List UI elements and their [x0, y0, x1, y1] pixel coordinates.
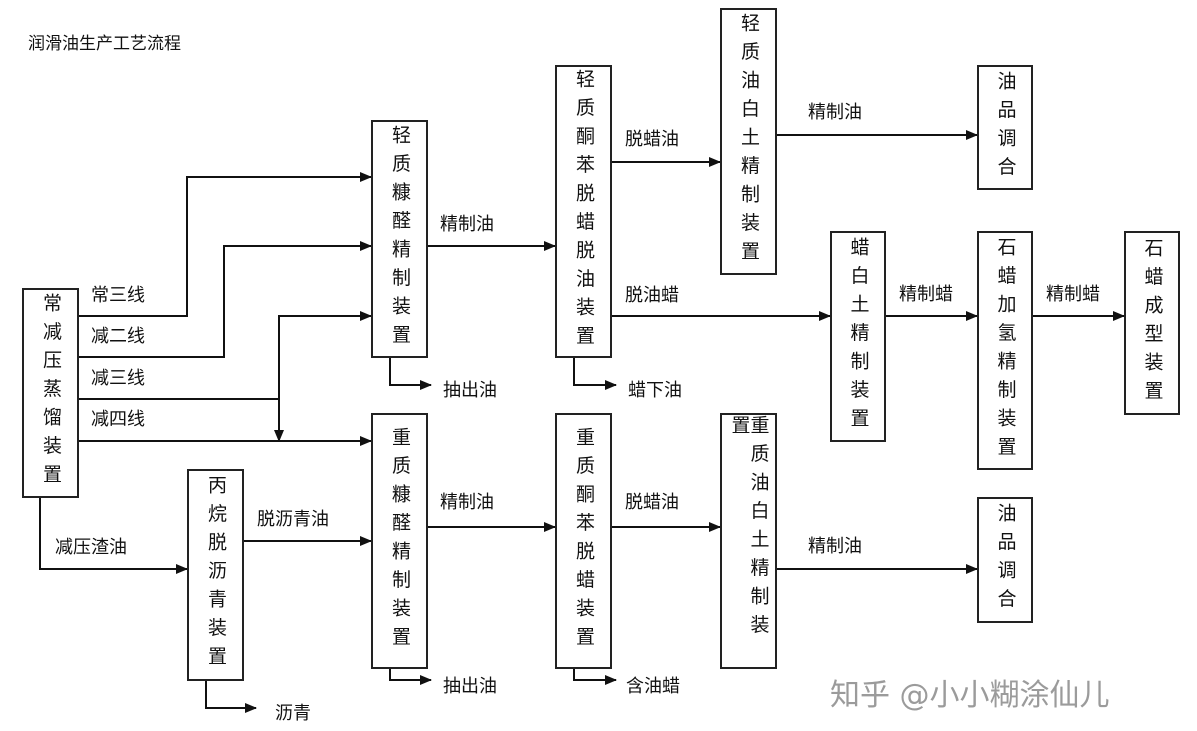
- unit-atm-vac-distillation: 常减压蒸馏装置: [22, 288, 79, 498]
- stream-label-slack-wax: 含油蜡: [626, 676, 680, 697]
- arrow-vac-second: [78, 241, 372, 358]
- unit-wax-clay: 蜡白土精制装置: [830, 231, 886, 442]
- stream-label-refined-wax-1: 精制蜡: [899, 284, 953, 305]
- unit-wax-forming: 石蜡成型装置: [1124, 231, 1180, 415]
- stream-label-dewaxed-oil-2: 脱蜡油: [625, 492, 679, 513]
- diagram-title: 润滑油生产工艺流程: [28, 34, 181, 54]
- stream-label-vac-residue: 减压渣油: [55, 537, 127, 558]
- stream-label-refined-wax-2: 精制蜡: [1046, 284, 1100, 305]
- unit-label: 重质糠醛精制装置: [389, 427, 411, 655]
- stream-label-refined-oil-3: 精制油: [808, 102, 862, 123]
- arrow-extract-oil-1: [389, 357, 432, 390]
- unit-label: 重质酮苯脱蜡装置: [573, 427, 595, 655]
- unit-label: 石蜡加氢精制装置: [994, 236, 1017, 465]
- unit-heavy-furfural: 重质糠醛精制装置: [371, 413, 428, 669]
- stream-label-vac-second: 减二线: [91, 326, 145, 347]
- unit-label: 重质油白土精制装置: [728, 415, 770, 643]
- arrow-slack-wax: [573, 668, 617, 685]
- unit-light-mek-dewax-deoil: 轻质酮苯脱蜡脱油装置: [555, 65, 612, 358]
- arrow-vac-residue: [39, 497, 188, 574]
- stream-label-extract-oil-1: 抽出油: [443, 380, 497, 401]
- unit-heavy-mek-dewax: 重质酮苯脱蜡装置: [555, 413, 612, 669]
- stream-label-deasphalted-oil: 脱沥青油: [257, 509, 329, 530]
- stream-label-vac-third: 减三线: [91, 368, 145, 389]
- stream-label-refined-oil-2: 精制油: [440, 492, 494, 513]
- unit-blending-top: 油品调合: [977, 65, 1033, 190]
- unit-label: 常减压蒸馏装置: [40, 293, 62, 493]
- arrow-atm-third: [78, 172, 372, 317]
- arrow-asphalt: [205, 680, 257, 713]
- unit-label: 轻质油白土精制装置: [738, 13, 760, 270]
- arrow-extract-oil-2: [389, 668, 432, 685]
- stream-label-dewaxed-oil-1: 脱蜡油: [625, 129, 679, 150]
- unit-label: 石蜡成型装置: [1141, 237, 1164, 409]
- watermark: 知乎 @小小糊涂仙儿: [830, 678, 1110, 713]
- stream-label-asphalt: 沥青: [275, 703, 311, 724]
- unit-label: 油品调合: [994, 70, 1017, 185]
- arrow-foots-oil: [573, 357, 617, 390]
- unit-label: 油品调合: [994, 503, 1017, 617]
- unit-label: 轻质酮苯脱蜡脱油装置: [573, 69, 595, 354]
- stream-label-extract-oil-2: 抽出油: [443, 676, 497, 697]
- unit-label: 蜡白土精制装置: [847, 236, 870, 437]
- stream-label-refined-oil-4: 精制油: [808, 536, 862, 557]
- unit-propane-deasphalting: 丙烷脱沥青装置: [187, 469, 244, 681]
- stream-label-foots-oil: 蜡下油: [628, 380, 682, 401]
- unit-label: 丙烷脱沥青装置: [205, 475, 227, 675]
- unit-label: 轻质糠醛精制装置: [389, 125, 411, 353]
- stream-label-vac-fourth: 减四线: [91, 409, 145, 430]
- unit-heavy-clay: 重质油白土精制装置: [720, 413, 777, 669]
- unit-light-furfural: 轻质糠醛精制装置: [371, 120, 428, 358]
- arrow-vac-third-up: [78, 311, 372, 400]
- unit-wax-hydro: 石蜡加氢精制装置: [977, 231, 1033, 470]
- stream-label-refined-oil-1: 精制油: [440, 214, 494, 235]
- unit-blending-bottom: 油品调合: [977, 497, 1033, 623]
- stream-label-atm-third: 常三线: [91, 285, 145, 306]
- unit-light-clay: 轻质油白土精制装置: [720, 8, 777, 275]
- stream-label-deoiled-wax: 脱油蜡: [625, 285, 679, 306]
